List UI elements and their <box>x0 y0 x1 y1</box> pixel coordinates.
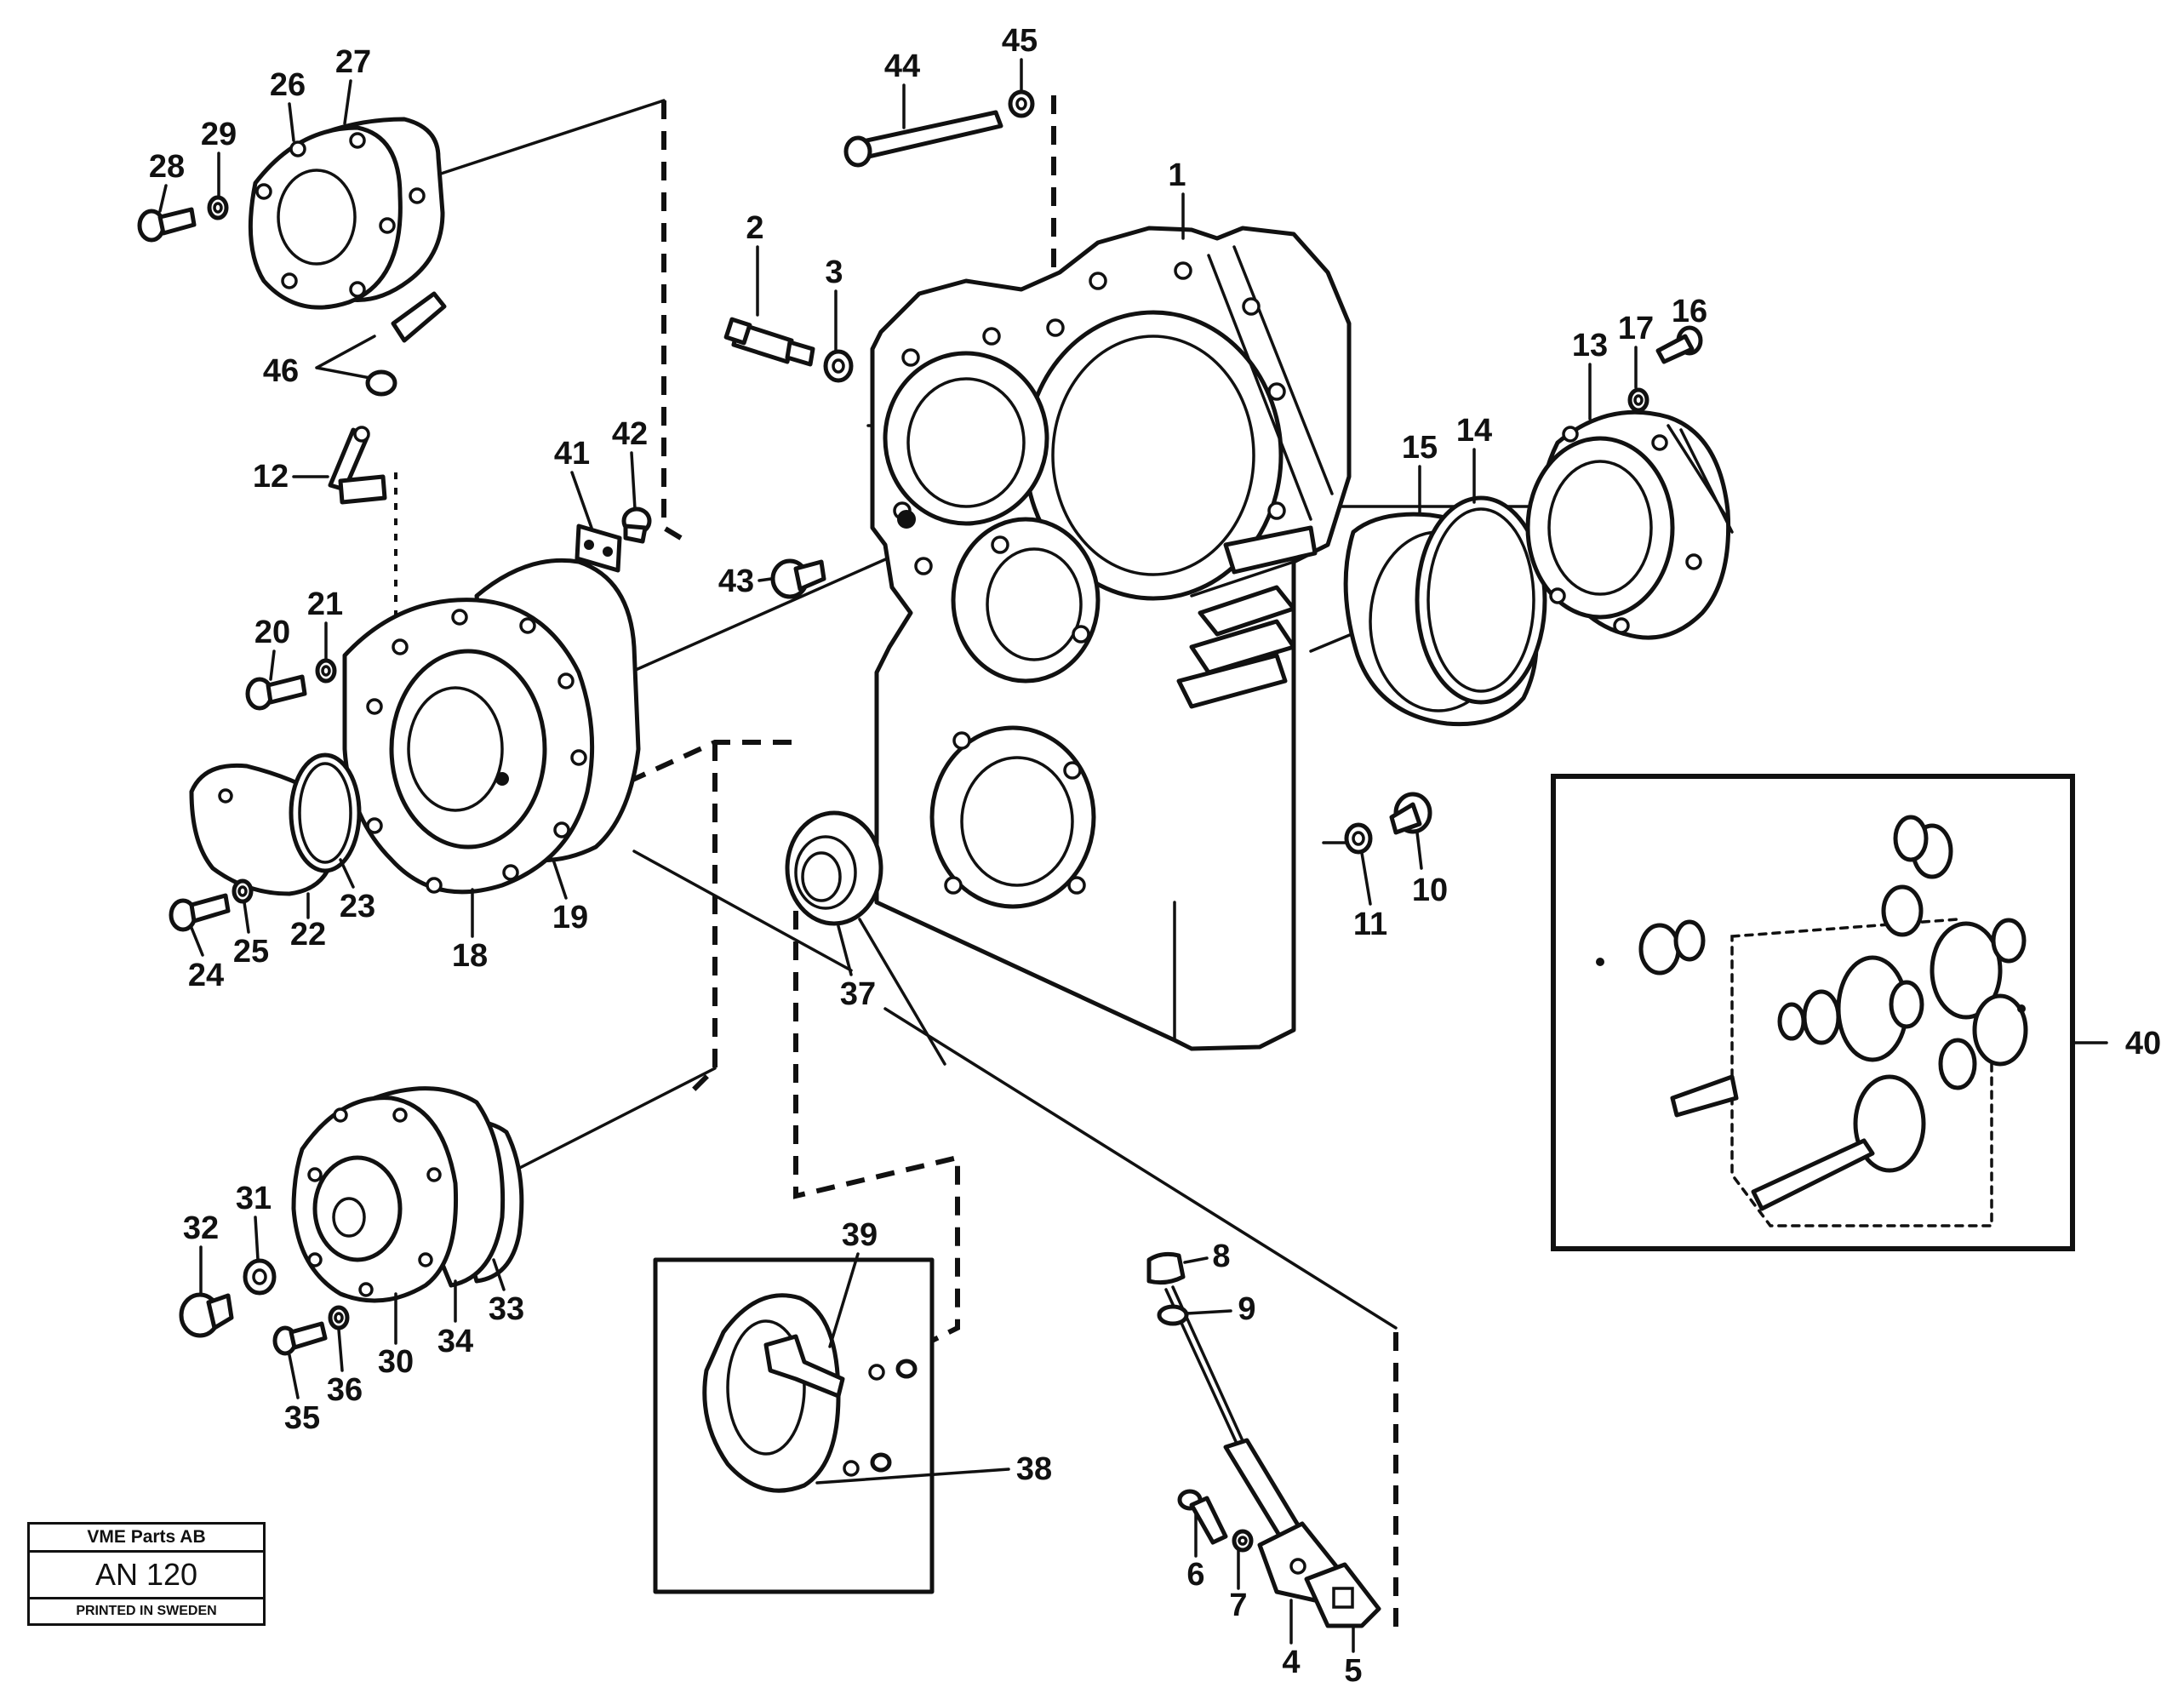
washer-7 <box>1232 1529 1254 1553</box>
bolt-20 <box>245 674 307 711</box>
washer-45 <box>1008 89 1035 118</box>
part-label-5: 5 <box>1344 1653 1362 1689</box>
washer-21 <box>315 658 337 684</box>
gasket-5 <box>1304 1562 1381 1628</box>
part-label-44: 44 <box>884 49 920 84</box>
plug-43 <box>770 558 826 599</box>
part-label-36: 36 <box>327 1372 363 1408</box>
bolt-28 <box>137 207 197 243</box>
part-label-37: 37 <box>840 976 876 1012</box>
part-label-13: 13 <box>1572 328 1608 363</box>
part-label-33: 33 <box>489 1291 524 1327</box>
part-label-27: 27 <box>335 44 371 80</box>
part-label-40: 40 <box>2125 1026 2161 1061</box>
part-label-17: 17 <box>1618 311 1654 346</box>
o-ring-23 <box>289 752 362 873</box>
part-label-9: 9 <box>1238 1291 1255 1327</box>
stamp-document-code: AN 120 <box>30 1553 263 1599</box>
part-label-21: 21 <box>307 586 343 622</box>
part-label-45: 45 <box>1002 23 1038 59</box>
inset-box-38-39 <box>653 1257 935 1594</box>
part-label-12: 12 <box>253 459 289 495</box>
part-label-38: 38 <box>1016 1451 1052 1487</box>
washer-3 <box>823 349 854 383</box>
washer-17 <box>1627 387 1649 413</box>
part-label-31: 31 <box>236 1181 272 1216</box>
part-label-10: 10 <box>1412 873 1448 908</box>
part-label-32: 32 <box>183 1210 219 1246</box>
part-label-1: 1 <box>1168 157 1186 193</box>
inset-box-40 <box>1551 774 2075 1251</box>
publisher-stamp: VME Parts AB AN 120 PRINTED IN SWEDEN <box>27 1522 266 1626</box>
bracket-41 <box>575 524 622 573</box>
part-label-25: 25 <box>233 934 269 970</box>
bolt-24 <box>169 893 231 932</box>
hose-46 <box>315 291 447 397</box>
part-label-4: 4 <box>1282 1645 1300 1680</box>
part-label-28: 28 <box>149 149 185 185</box>
part-label-7: 7 <box>1229 1588 1247 1623</box>
part-label-29: 29 <box>201 117 237 152</box>
part-label-24: 24 <box>188 958 224 993</box>
part-label-23: 23 <box>340 889 375 924</box>
stamp-printed-note: PRINTED IN SWEDEN <box>76 1604 217 1618</box>
part-labels: 1 2 3 4 5 6 7 8 9 10 11 12 13 14 15 16 1… <box>149 23 2161 1689</box>
part-label-34: 34 <box>437 1324 473 1359</box>
part-label-15: 15 <box>1402 430 1438 466</box>
end-cover-13 <box>1525 409 1734 640</box>
part-label-42: 42 <box>612 416 648 452</box>
o-ring-9 <box>1157 1304 1189 1326</box>
part-label-46: 46 <box>263 353 299 389</box>
part-label-16: 16 <box>1672 294 1707 329</box>
cover-assembly-26-27 <box>248 117 445 310</box>
part-label-8: 8 <box>1212 1239 1230 1274</box>
part-label-3: 3 <box>825 255 843 290</box>
o-ring-14 <box>1415 495 1547 705</box>
part-label-35: 35 <box>284 1400 320 1436</box>
part-label-39: 39 <box>842 1217 878 1253</box>
flange-30 <box>291 1096 459 1303</box>
dipstick-8 <box>1146 1251 1246 1449</box>
bolt-6 <box>1177 1489 1228 1545</box>
main-gearbox-housing <box>870 226 1352 1051</box>
part-label-22: 22 <box>290 917 326 953</box>
part-label-6: 6 <box>1186 1557 1204 1593</box>
sensor-2 <box>723 317 815 367</box>
bolt-16 <box>1655 325 1703 364</box>
part-label-43: 43 <box>718 564 754 599</box>
stamp-company: VME Parts AB <box>30 1525 263 1553</box>
part-label-2: 2 <box>746 210 763 246</box>
part-label-26: 26 <box>270 67 306 103</box>
part-label-18: 18 <box>452 938 488 974</box>
plug-10 <box>1389 792 1432 835</box>
part-label-11: 11 <box>1353 907 1387 942</box>
fitting-12 <box>328 426 387 505</box>
part-label-14: 14 <box>1456 413 1492 449</box>
flange-18 <box>342 598 595 895</box>
washer-29 <box>207 195 229 220</box>
part-label-20: 20 <box>254 615 290 650</box>
washer-25 <box>232 878 254 904</box>
washer-36 <box>328 1305 350 1330</box>
part-label-41: 41 <box>554 436 590 472</box>
plug-32 <box>179 1292 234 1338</box>
part-label-19: 19 <box>552 900 588 935</box>
long-bolt-44 <box>843 110 1003 168</box>
part-label-30: 30 <box>378 1344 414 1380</box>
washer-11 <box>1344 822 1373 855</box>
bolt-35 <box>272 1321 328 1356</box>
screw-42 <box>621 506 652 544</box>
seal-37 <box>785 810 883 926</box>
washer-31 <box>243 1258 277 1296</box>
